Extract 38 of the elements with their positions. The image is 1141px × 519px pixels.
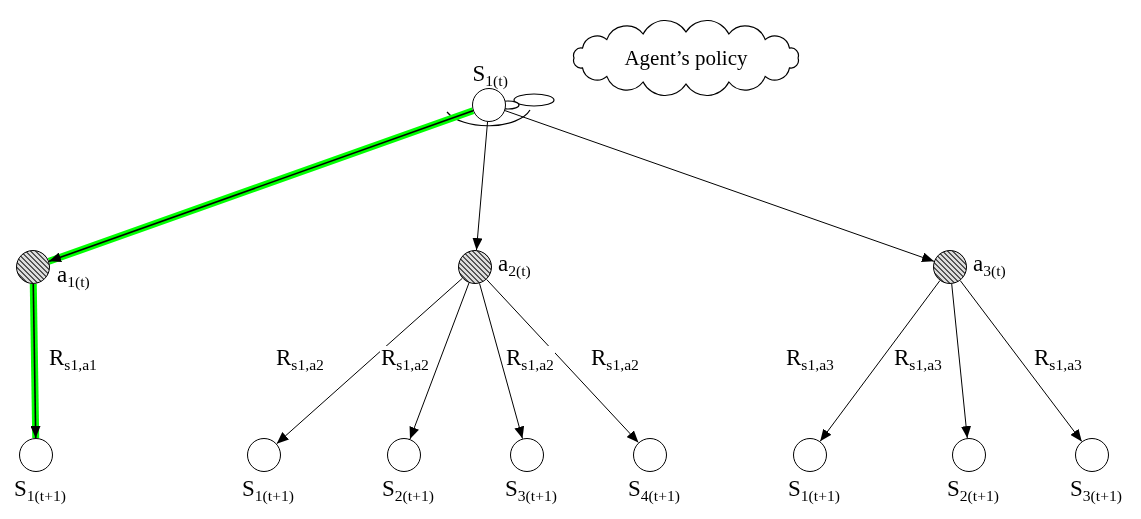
state-circle <box>472 88 506 122</box>
state-circle <box>793 438 827 472</box>
state-circle <box>510 438 544 472</box>
arrow <box>959 280 1083 442</box>
state-label: S$_{1(t)}$ <box>472 62 508 89</box>
state-label: S$_{1(t+1)}$ <box>242 477 294 504</box>
action-circle <box>16 250 50 284</box>
arrow <box>951 283 972 439</box>
state-circle <box>247 438 281 472</box>
state-label: S$_{1(t+1)}$ <box>788 477 840 504</box>
arrow <box>276 277 463 445</box>
state-label: S$_{3(t+1)}$ <box>1070 477 1122 504</box>
state-label: S$_{2(t+1)}$ <box>947 477 999 504</box>
state-circle <box>952 438 986 472</box>
action-circle <box>458 250 492 284</box>
action-circle <box>933 250 967 284</box>
state-label: S$_{3(t+1)}$ <box>505 477 557 504</box>
arrow <box>409 282 470 440</box>
arrow <box>472 121 489 251</box>
cloud-text: Agent’s policy <box>624 45 748 71</box>
state-label: S$_{2(t+1)}$ <box>382 477 434 504</box>
action-label: a$_{2(t)}$ <box>498 252 531 279</box>
state-circle <box>633 438 667 472</box>
state-label: S$_{4(t+1)}$ <box>628 477 680 504</box>
state-circle <box>387 438 421 472</box>
state-circle <box>1075 438 1109 472</box>
arrow <box>479 282 525 440</box>
edge-label: R$_{s1,a2}$ <box>505 346 555 373</box>
arrow <box>819 280 941 442</box>
arrow <box>504 110 935 263</box>
arrow <box>29 283 41 439</box>
action-label: a$_{3(t)}$ <box>973 252 1006 279</box>
arrow <box>486 278 639 444</box>
arrow <box>47 107 475 265</box>
state-circle <box>19 438 53 472</box>
state-label: S$_{1(t+1)}$ <box>14 477 66 504</box>
action-label: a$_{1(t)}$ <box>57 263 90 290</box>
edge-label: R$_{s1,a2}$ <box>380 346 430 373</box>
